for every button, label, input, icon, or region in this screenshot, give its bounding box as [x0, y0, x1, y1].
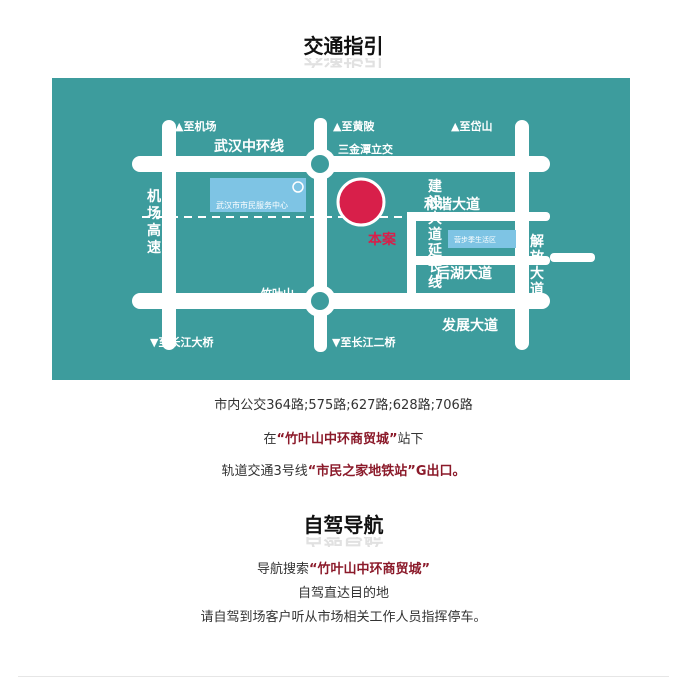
- bus-stop-suffix: 站下: [397, 432, 424, 447]
- houhu-avenue-road: [407, 256, 550, 265]
- jianshe-avenue-road: [407, 212, 416, 300]
- traffic-title: 交通指引: [303, 34, 384, 58]
- small-building-label: 营步季生活区: [454, 235, 496, 244]
- nav-prefix: 导航搜索: [256, 562, 309, 577]
- nav-target: “竹叶山中环商贸城”: [308, 562, 431, 577]
- driving-title: 自驾导航: [303, 513, 384, 537]
- jianshe-avenue-label: 建设大道延长线: [427, 178, 443, 291]
- bus-lines: 市内公交364路;575路;627路;628路;706路: [214, 398, 473, 413]
- vertical-labels: 机场高速 建设大道延长线 解放大道: [147, 178, 545, 298]
- venue-label: 本案: [368, 231, 397, 248]
- metro-station: “市民之家地铁站”: [307, 464, 416, 479]
- bus-stop-name: “竹叶山中环商贸城”: [276, 432, 398, 447]
- venue-marker: [338, 179, 384, 225]
- to-huangpi-label: ▲至黄陂: [333, 119, 374, 133]
- fazhan-avenue-label: 发展大道: [441, 317, 498, 334]
- ring-road-label: 武汉中环线: [214, 138, 284, 155]
- metro-prefix: 轨道交通3号线: [221, 464, 308, 479]
- small-building: [448, 230, 516, 248]
- metro-exit: G出口。: [415, 464, 466, 479]
- civic-center-building: [210, 178, 306, 212]
- nav-search-line: 导航搜索“竹叶山中环商贸城”: [0, 558, 687, 577]
- jiefang-avenue-label: 解放大道: [529, 233, 545, 298]
- parking-instruction-line: 请自驾到场客户听从市场相关工作人员指挥停车。: [200, 610, 487, 625]
- metro-line: 轨道交通3号线“市民之家地铁站”G出口。: [0, 460, 687, 479]
- civic-center-icon: [292, 181, 304, 193]
- footer-divider: [18, 676, 669, 677]
- to-daishan-label: ▲至岱山: [451, 119, 492, 133]
- sanjintan-label: 三金潭立交: [338, 142, 393, 156]
- traffic-title-reflection: 交通指引: [0, 58, 687, 68]
- hexie-avenue-road: [407, 212, 550, 221]
- jiefang-avenue-road: [550, 253, 595, 262]
- left-vertical-road: [162, 120, 176, 350]
- hexie-avenue-label: 和谐大道: [424, 196, 480, 213]
- ring-road-bottom: [132, 293, 550, 309]
- map-background: [52, 78, 630, 380]
- map-labels: ▲至机场 ▲至黄陂 ▲至岱山 武汉中环线 三金潭立交 和谐大道 后湖大道 竹叶山…: [150, 119, 498, 349]
- civic-center-label: 武汉市市民服务中心: [216, 200, 288, 210]
- bus-stop-prefix: 在: [263, 432, 277, 447]
- houhu-avenue-label: 后湖大道: [436, 265, 492, 282]
- location-map: 武汉市市民服务中心 营步季生活区 本案 ▲至机场 ▲至黄陂 ▲至岱山 武汉中环线…: [52, 78, 630, 380]
- right-vertical-road: [515, 120, 529, 350]
- zhuyeshan-label: 竹叶山: [260, 286, 294, 300]
- ring-road-top: [132, 156, 550, 172]
- direct-drive-line: 自驾直达目的地: [297, 586, 389, 601]
- bus-stop-line: 在“竹叶山中环商贸城”站下: [0, 428, 687, 447]
- location-map-svg: 武汉市市民服务中心 营步季生活区 本案 ▲至机场 ▲至黄陂 ▲至岱山 武汉中环线…: [52, 78, 630, 380]
- to-second-bridge-label: ▼至长江二桥: [332, 335, 396, 349]
- airport-expressway-label: 机场高速: [147, 188, 161, 256]
- to-changjiang-bridge-label: ▼至长江大桥: [150, 335, 214, 349]
- to-airport-label: ▲至机场: [175, 119, 216, 133]
- driving-title-reflection: 自驾导航: [0, 537, 687, 547]
